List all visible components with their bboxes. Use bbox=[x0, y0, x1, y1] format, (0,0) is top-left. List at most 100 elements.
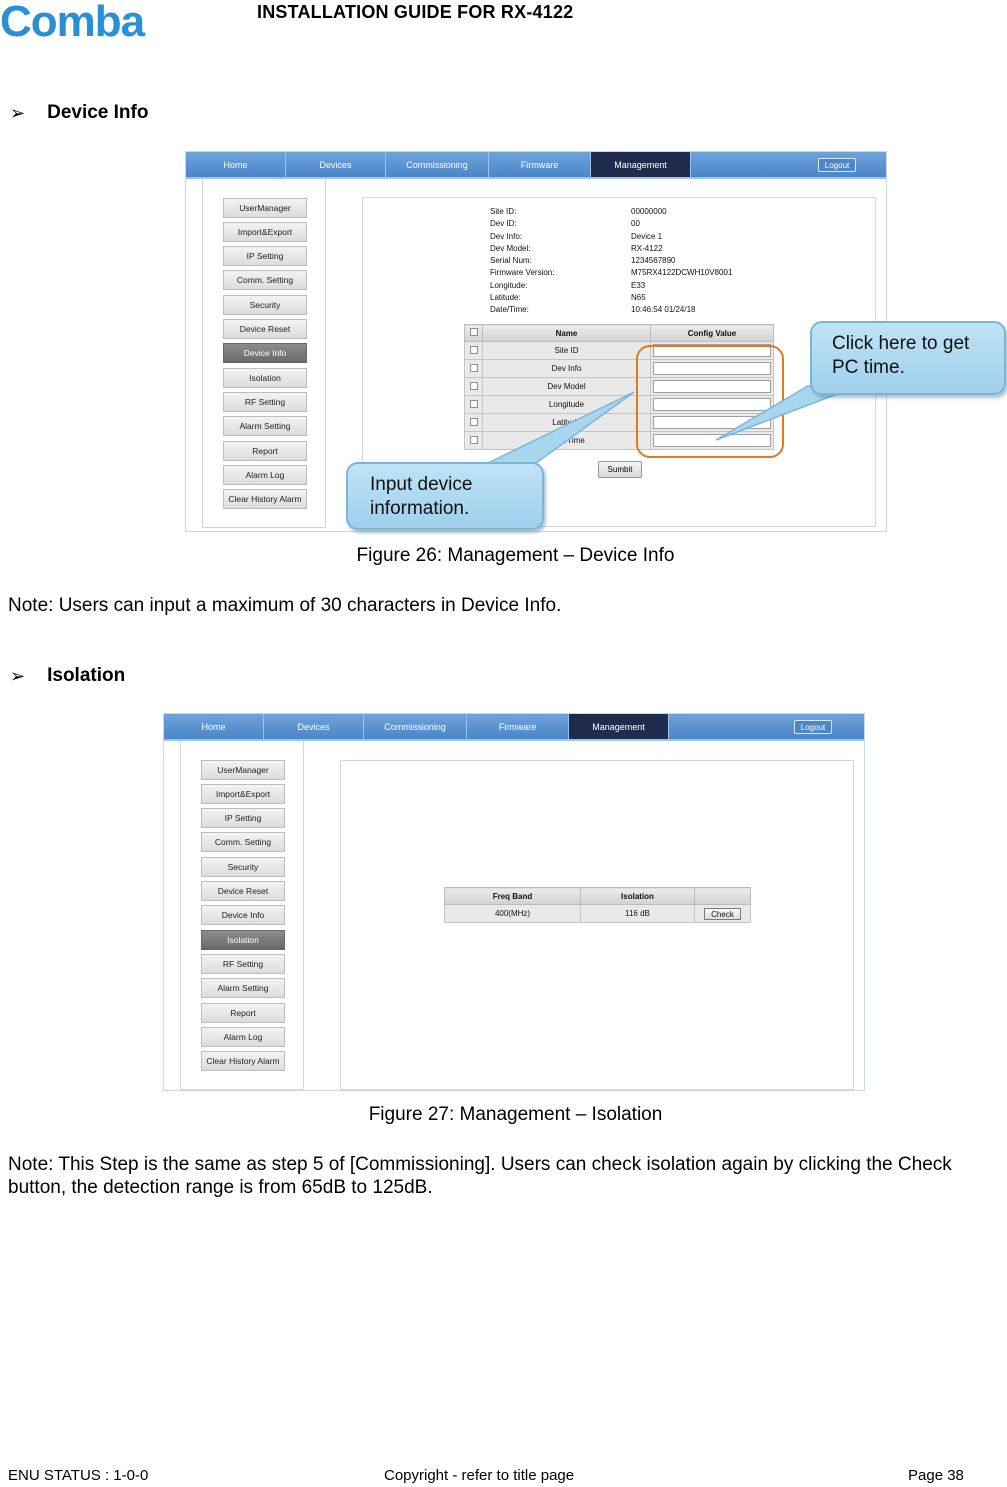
footer-page-number: Page 38 bbox=[908, 1467, 964, 1484]
sidebar-item-device-reset[interactable]: Device Reset bbox=[201, 881, 285, 901]
comba-logo: Comba bbox=[0, 0, 147, 44]
freq-band-value: 400(MHz) bbox=[444, 904, 581, 923]
sidebar-item-alarm-log[interactable]: Alarm Log bbox=[201, 1027, 285, 1047]
sidebar-item-alarm-setting[interactable]: Alarm Setting bbox=[223, 416, 307, 436]
tab-commissioning[interactable]: Commissioning bbox=[386, 152, 489, 177]
table-row: Longitude bbox=[464, 395, 774, 414]
tab-management[interactable]: Management bbox=[591, 152, 691, 177]
sidebar-item-isolation[interactable]: Isolation bbox=[223, 368, 307, 388]
config-value-input[interactable] bbox=[653, 434, 771, 447]
check-button[interactable]: Check bbox=[704, 907, 741, 920]
table-row: 400(MHz) 116 dB Check bbox=[444, 904, 751, 923]
tab-devices[interactable]: Devices bbox=[286, 152, 386, 177]
label-longitude: Longitude: bbox=[490, 280, 528, 290]
sidebar-item-ip-setting[interactable]: IP Setting bbox=[201, 808, 285, 828]
input-info-callout: Input device information. bbox=[346, 462, 544, 530]
submit-button[interactable]: Sumbit bbox=[598, 461, 642, 478]
sidebar-item-report[interactable]: Report bbox=[201, 1003, 285, 1023]
device-info-note: Note: Users can input a maximum of 30 ch… bbox=[8, 595, 562, 616]
value-date-time: 10:46:54 01/24/18 bbox=[631, 305, 696, 315]
row-checkbox[interactable] bbox=[469, 417, 478, 426]
label-dev-info: Dev Info: bbox=[490, 231, 523, 241]
footer-copyright: Copyright - refer to title page bbox=[384, 1467, 575, 1484]
tab-commissioning[interactable]: Commissioning bbox=[364, 714, 467, 739]
config-value-input[interactable] bbox=[653, 380, 771, 393]
input-callout-pointer bbox=[485, 391, 635, 465]
value-serial-num: 1234567890 bbox=[631, 256, 676, 266]
row-checkbox[interactable] bbox=[469, 399, 478, 408]
content-panel: Freq Band Isolation 400(MHz) 116 dB Chec… bbox=[340, 760, 854, 1090]
sidebar-item-clear-history-alarm[interactable]: Clear History Alarm bbox=[201, 1051, 285, 1071]
pc-time-callout: Click here to get PC time. bbox=[810, 321, 1006, 395]
config-value-input[interactable] bbox=[653, 398, 771, 411]
section-heading-device-info: ➢ Device Info bbox=[10, 102, 148, 124]
value-latitude: N65 bbox=[631, 293, 646, 303]
sidebar-item-comm-setting[interactable]: Comm. Setting bbox=[223, 270, 307, 290]
header-isolation: Isolation bbox=[580, 887, 695, 905]
sidebar-item-usermanager[interactable]: UserManager bbox=[201, 760, 285, 780]
sidebar-item-rf-setting[interactable]: RF Setting bbox=[223, 392, 307, 412]
sidebar-item-clear-history-alarm[interactable]: Clear History Alarm bbox=[223, 489, 307, 509]
value-dev-id: 00 bbox=[631, 219, 640, 229]
device-info-screenshot: Home Devices Commissioning Firmware Mana… bbox=[185, 151, 887, 532]
isolation-table: Freq Band Isolation 400(MHz) 116 dB Chec… bbox=[444, 887, 751, 923]
tab-firmware[interactable]: Firmware bbox=[489, 152, 591, 177]
sidebar-item-report[interactable]: Report bbox=[223, 441, 307, 461]
sidebar-item-security[interactable]: Security bbox=[201, 857, 285, 877]
sidebar: UserManager Import&Export IP Setting Com… bbox=[202, 179, 326, 528]
row-checkbox[interactable] bbox=[469, 345, 478, 354]
footer-status: ENU STATUS : 1-0-0 bbox=[8, 1467, 149, 1484]
row-checkbox[interactable] bbox=[469, 435, 478, 444]
label-serial-num: Serial Num: bbox=[490, 256, 532, 266]
label-latitude: Latitude: bbox=[490, 293, 521, 303]
value-firmware-version: M75RX4122DCWH10V8001 bbox=[631, 268, 733, 278]
sidebar-item-import-export[interactable]: Import&Export bbox=[223, 222, 307, 242]
isolation-value: 116 dB bbox=[580, 904, 695, 923]
sidebar-item-device-info[interactable]: Device Info bbox=[223, 343, 307, 363]
row-checkbox[interactable] bbox=[469, 381, 478, 390]
value-dev-model: RX-4122 bbox=[631, 243, 663, 253]
value-longitude: E33 bbox=[631, 280, 646, 290]
figure-26-caption: Figure 26: Management – Device Info bbox=[356, 545, 675, 566]
sidebar-item-alarm-log[interactable]: Alarm Log bbox=[223, 465, 307, 485]
sidebar-item-rf-setting[interactable]: RF Setting bbox=[201, 954, 285, 974]
sidebar-item-device-info[interactable]: Device Info bbox=[201, 905, 285, 925]
sidebar-item-alarm-setting[interactable]: Alarm Setting bbox=[201, 978, 285, 998]
logout-button[interactable]: Logout bbox=[794, 720, 832, 734]
isolation-screenshot: Home Devices Commissioning Firmware Mana… bbox=[163, 713, 865, 1091]
tab-home[interactable]: Home bbox=[186, 152, 286, 177]
tab-home[interactable]: Home bbox=[164, 714, 264, 739]
sidebar-item-import-export[interactable]: Import&Export bbox=[201, 784, 285, 804]
top-navigation: Home Devices Commissioning Firmware Mana… bbox=[164, 714, 864, 741]
label-site-id: Site ID: bbox=[490, 207, 517, 216]
logout-button[interactable]: Logout bbox=[818, 158, 856, 172]
header-action bbox=[694, 887, 751, 905]
label-dev-id: Dev ID: bbox=[490, 219, 517, 229]
isolation-note: Note: This Step is the same as step 5 of… bbox=[8, 1154, 952, 1198]
sidebar-item-comm-setting[interactable]: Comm. Setting bbox=[201, 832, 285, 852]
arrow-bullet-icon: ➢ bbox=[10, 102, 26, 123]
sidebar-item-usermanager[interactable]: UserManager bbox=[223, 198, 307, 218]
top-navigation: Home Devices Commissioning Firmware Mana… bbox=[186, 152, 886, 179]
config-value-input[interactable] bbox=[653, 362, 771, 375]
sidebar-item-device-reset[interactable]: Device Reset bbox=[223, 319, 307, 339]
sidebar-item-isolation[interactable]: Isolation bbox=[201, 930, 285, 950]
tab-devices[interactable]: Devices bbox=[264, 714, 364, 739]
value-dev-info: Device 1 bbox=[631, 231, 663, 241]
sidebar-item-ip-setting[interactable]: IP Setting bbox=[223, 246, 307, 266]
tab-firmware[interactable]: Firmware bbox=[467, 714, 569, 739]
table-row: Dev Model bbox=[464, 377, 774, 396]
sidebar: UserManager Import&Export IP Setting Com… bbox=[180, 741, 304, 1090]
section-title: Isolation bbox=[47, 665, 126, 686]
section-heading-isolation: ➢ Isolation bbox=[10, 665, 125, 687]
select-all-checkbox[interactable] bbox=[469, 328, 478, 336]
row-checkbox[interactable] bbox=[469, 363, 478, 372]
device-info-values: 00000000 00 Device 1 RX-4122 1234567890 … bbox=[631, 206, 781, 317]
arrow-bullet-icon: ➢ bbox=[10, 665, 26, 686]
logo-text: Comba bbox=[0, 0, 146, 44]
section-title: Device Info bbox=[47, 102, 149, 123]
row-name: Latitude bbox=[482, 413, 651, 432]
label-date-time: Date/Time: bbox=[490, 305, 529, 315]
sidebar-item-security[interactable]: Security bbox=[223, 295, 307, 315]
tab-management[interactable]: Management bbox=[569, 714, 669, 739]
